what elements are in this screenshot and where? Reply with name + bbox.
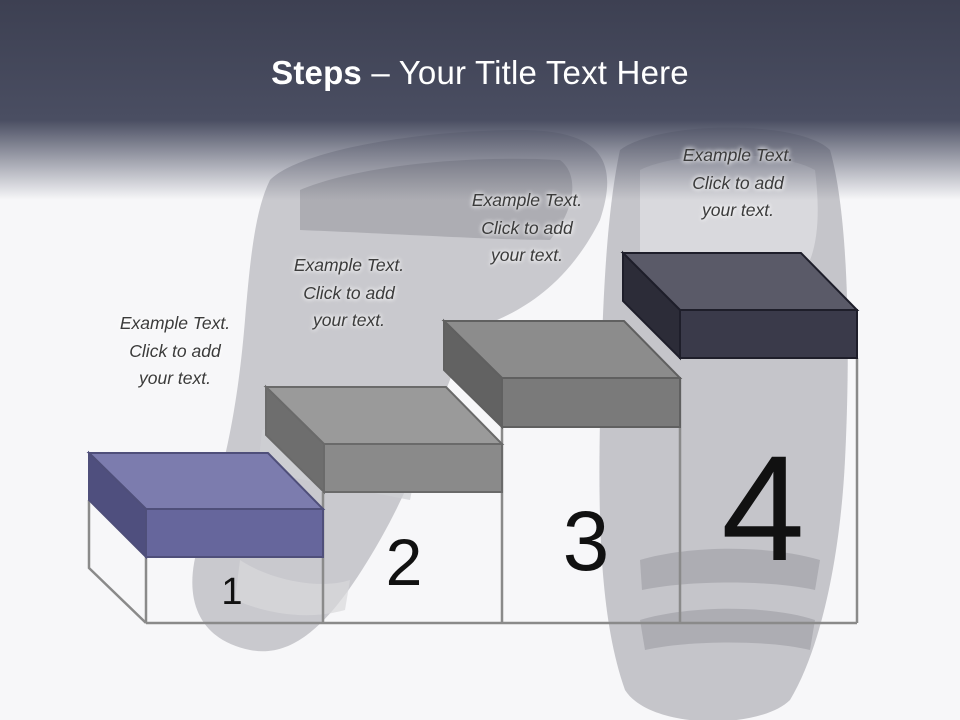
caption-line: your text.	[139, 368, 211, 388]
caption-line: Example Text.	[682, 145, 794, 165]
step-1-caption[interactable]: Example Text. Click to add your text.	[85, 310, 265, 393]
step-1-side-edge	[87, 500, 147, 624]
caption-line: Example Text.	[471, 190, 583, 210]
step-4-block	[620, 250, 860, 361]
step-2-block	[263, 384, 505, 495]
step-3-number: 3	[563, 494, 610, 588]
caption-line: Click to add	[692, 172, 784, 193]
title-separator: –	[362, 54, 399, 91]
caption-line: Click to add	[129, 340, 221, 361]
title-text: Your Title Text Here	[398, 54, 689, 91]
caption-line: your text.	[313, 310, 385, 330]
title-bar	[0, 0, 960, 200]
caption-line: Click to add	[303, 282, 395, 303]
step-2-number: 2	[386, 525, 423, 599]
step-4-number: 4	[721, 424, 804, 592]
step-4-caption[interactable]: Example Text. Click to add your text.	[648, 142, 828, 225]
caption-line: your text.	[491, 245, 563, 265]
title-bold-word: Steps	[271, 54, 362, 91]
caption-line: Click to add	[481, 217, 573, 238]
step-2-caption[interactable]: Example Text. Click to add your text.	[259, 252, 439, 335]
step-1-number: 1	[221, 571, 242, 613]
step-3-caption[interactable]: Example Text. Click to add your text.	[437, 187, 617, 270]
step-1-block	[86, 450, 326, 560]
slide-title[interactable]: Steps – Your Title Text Here	[0, 54, 960, 92]
caption-line: Example Text.	[293, 255, 405, 275]
caption-line: your text.	[702, 200, 774, 220]
caption-line: Example Text.	[119, 313, 231, 333]
step-3-block	[441, 318, 683, 430]
